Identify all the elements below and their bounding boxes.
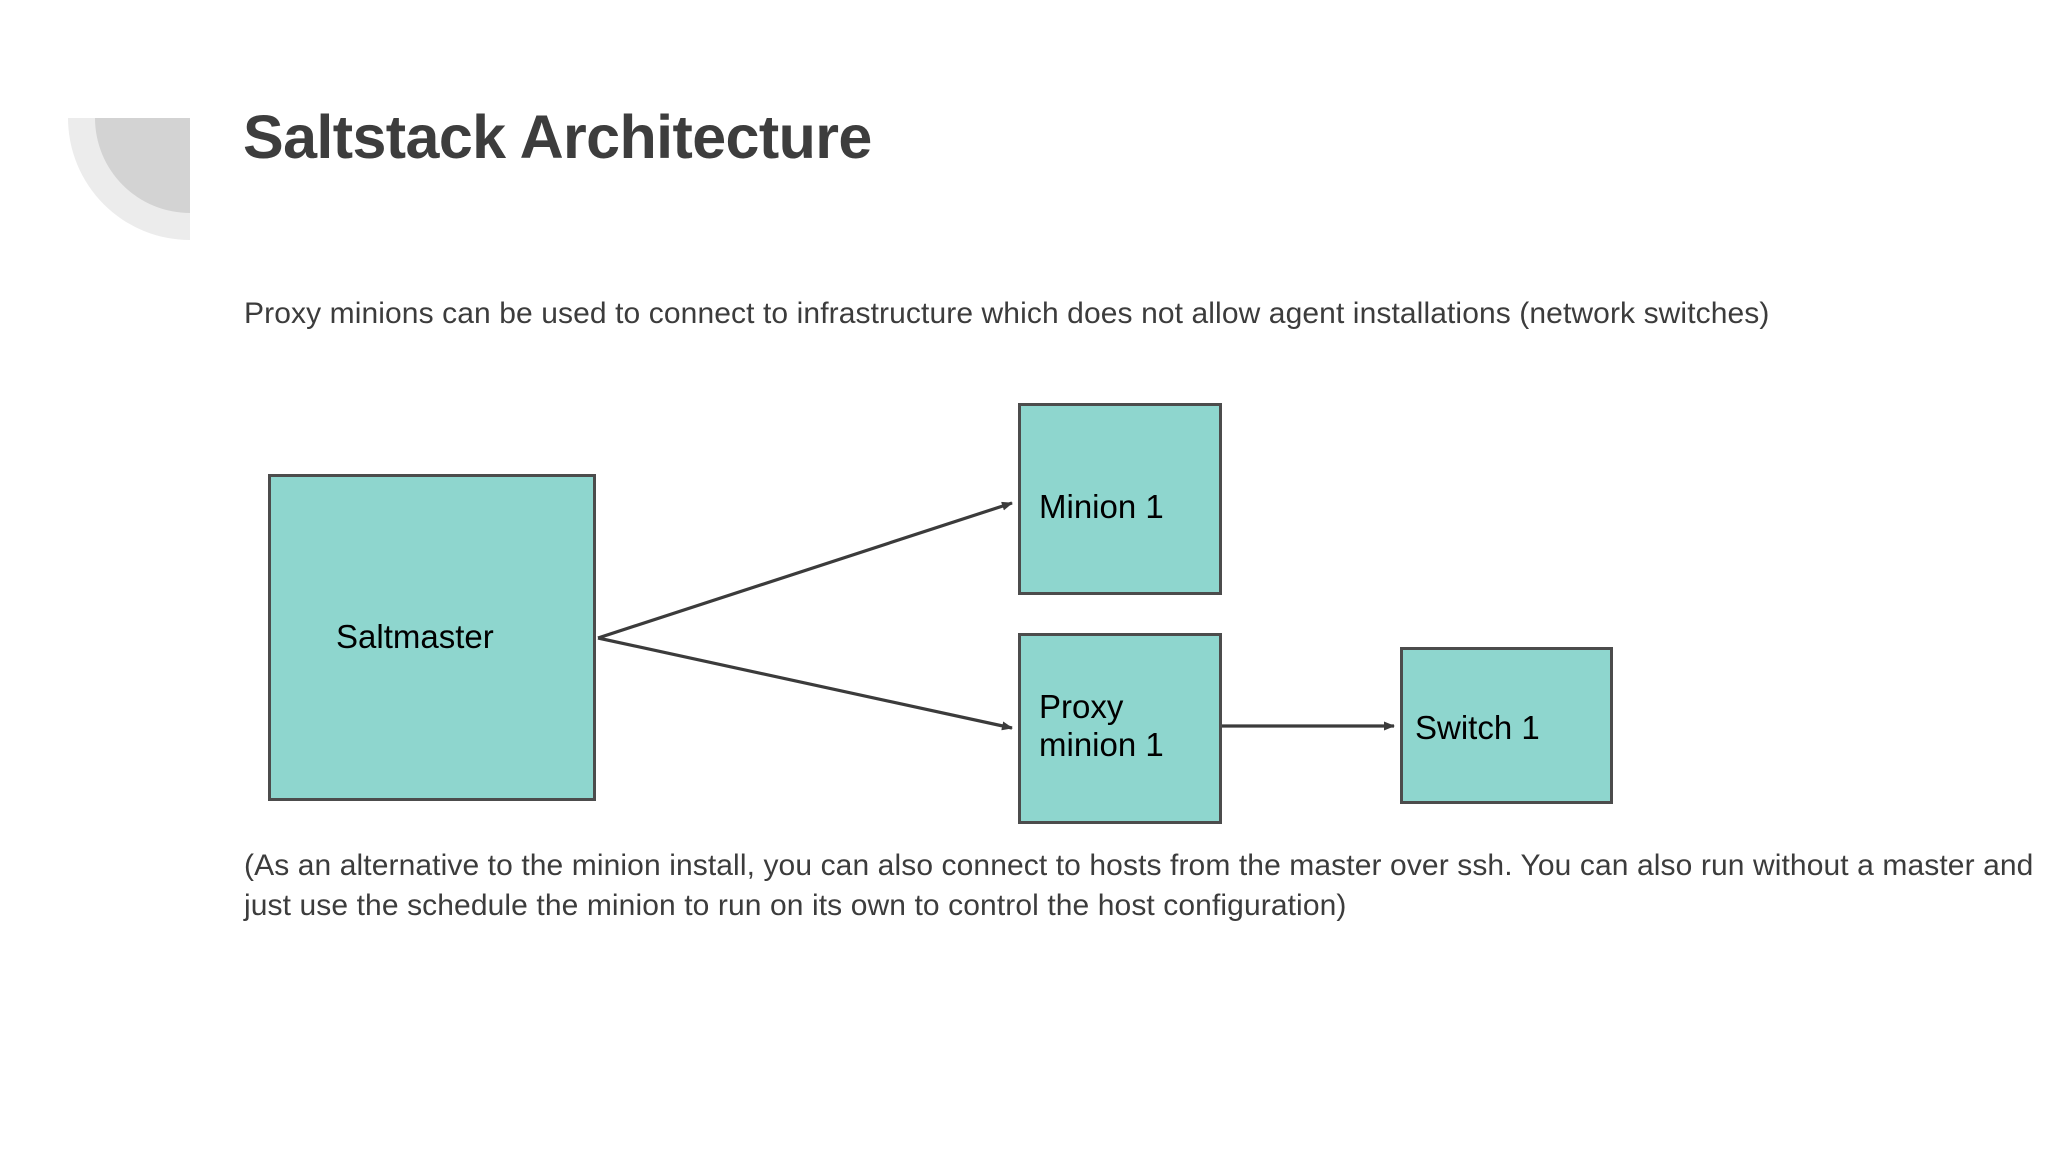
page-title: Saltstack Architecture [243,103,872,171]
node-minion-1[interactable] [1018,403,1222,595]
node-proxy-minion-1-label: Proxy minion 1 [1039,688,1164,764]
footnote-paragraph: (As an alternative to the minion install… [244,849,2034,922]
node-switch-1-label: Switch 1 [1415,709,1540,746]
node-proxy-minion-1[interactable] [1018,633,1222,824]
node-minion-1-label: Minion 1 [1039,488,1164,525]
edge-saltmaster-to-proxy-minion-1 [597,636,1013,731]
intro-paragraph: Proxy minions can be used to connect to … [244,297,1770,330]
node-switch-1[interactable] [1400,647,1613,804]
node-saltmaster-label: Saltmaster [336,618,494,655]
node-saltmaster[interactable] [268,474,596,801]
edge-saltmaster-to-minion-1 [597,501,1013,640]
